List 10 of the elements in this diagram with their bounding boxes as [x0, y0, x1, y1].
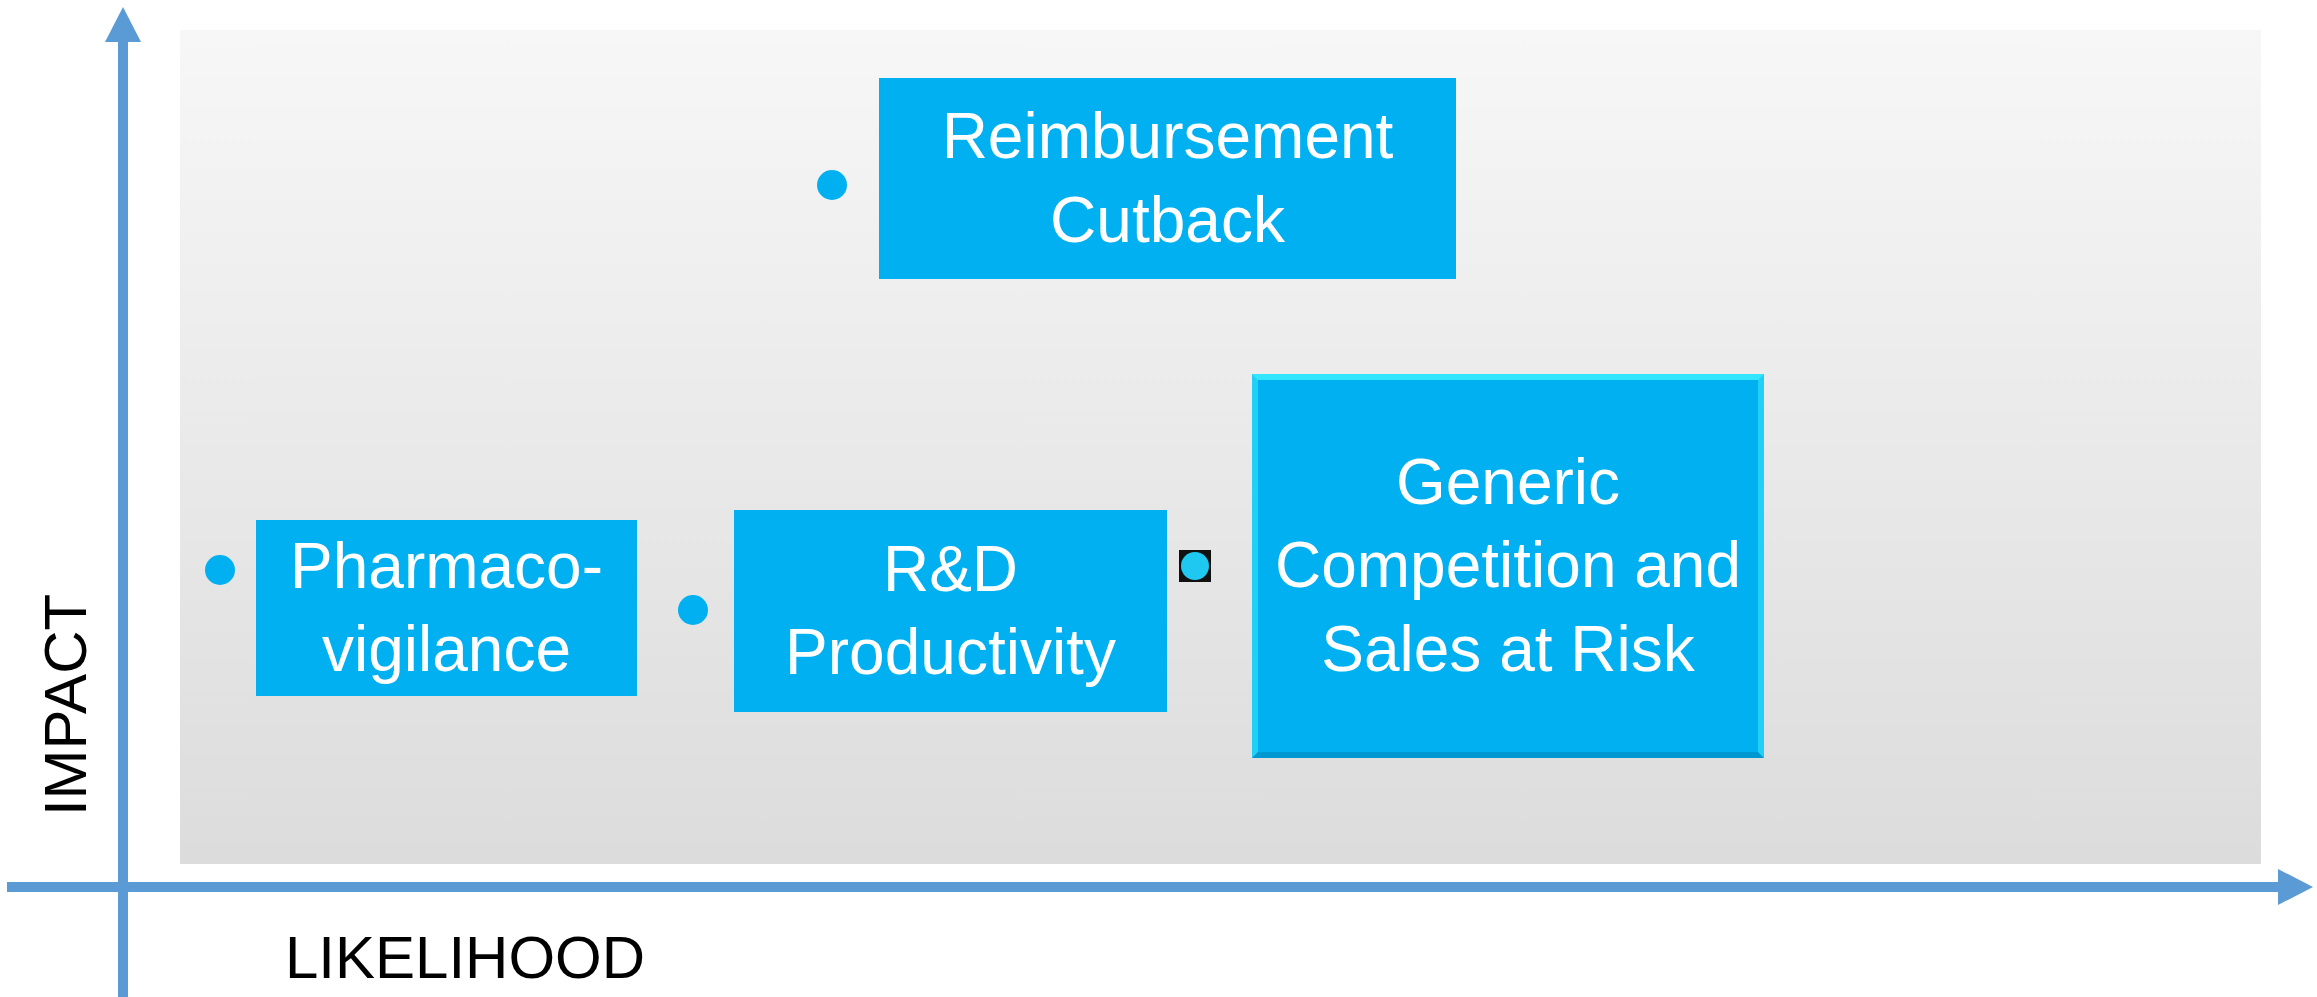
- risk-label: Reimbursement Cutback: [940, 99, 1395, 258]
- risk-box: [879, 78, 1456, 279]
- risk-label: Generic Competition and Sales at Risk: [1273, 445, 1743, 687]
- risk-box: [256, 520, 637, 696]
- risk-label: R&D Productivity: [784, 531, 1117, 690]
- risk-box: [1252, 374, 1764, 758]
- axis-label: LIKELIHOOD: [285, 928, 646, 988]
- axis-label: IMPACT: [36, 593, 96, 817]
- risk-box: [734, 510, 1167, 712]
- risk-label: Pharmaco- vigilance: [289, 528, 604, 687]
